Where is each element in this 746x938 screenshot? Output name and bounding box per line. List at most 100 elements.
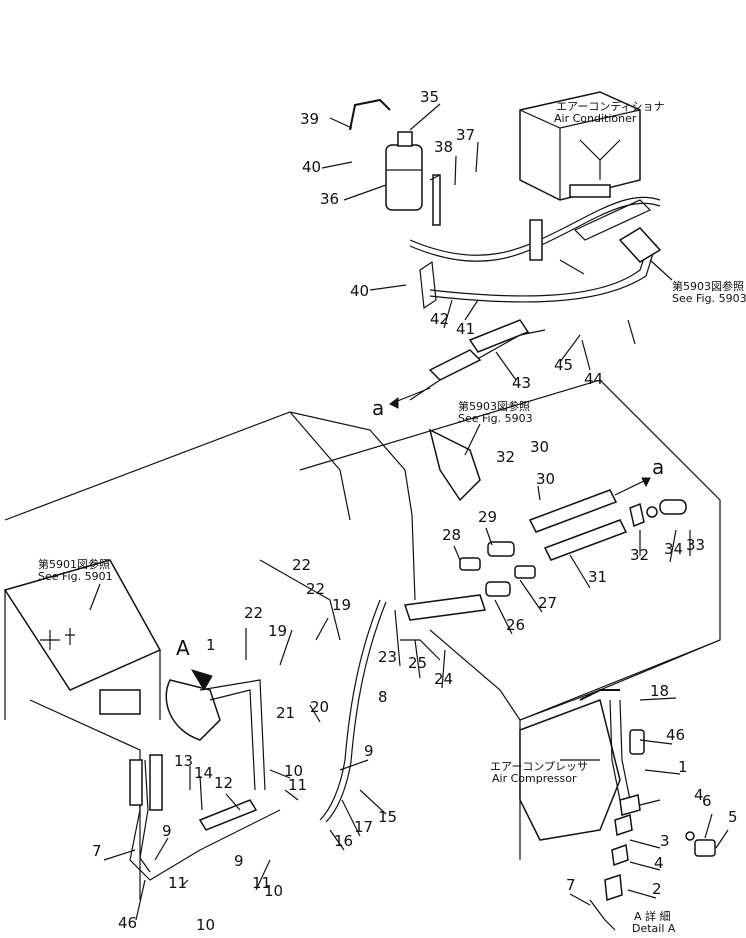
callout-number: 19 — [268, 622, 287, 640]
callout-number: 16 — [334, 832, 353, 850]
leader-line — [627, 319, 636, 345]
callout-number: 15 — [378, 808, 397, 826]
leader-line — [639, 739, 673, 745]
callout-number: 41 — [456, 320, 475, 338]
callout-number: 4 — [654, 854, 664, 872]
callout-number: 19 — [332, 596, 351, 614]
leader-line — [181, 879, 189, 887]
leader-line — [284, 789, 299, 801]
callout-number: 7 — [92, 842, 102, 860]
left-assembly — [3, 559, 281, 881]
leader-line — [453, 545, 461, 561]
callout-number: 20 — [310, 698, 329, 716]
callout-number: 7 — [566, 876, 576, 894]
callout-number: 13 — [174, 752, 193, 770]
callout-number: 35 — [420, 88, 439, 106]
air-conditioner-label-en: Air Conditioner — [554, 112, 637, 125]
leader-line — [225, 793, 241, 811]
air-conditioner-label-jp: エアーコンディショナ — [556, 99, 665, 113]
callout-number: 12 — [214, 774, 233, 792]
callout-number: 40 — [302, 158, 321, 176]
callout-number: 44 — [584, 370, 603, 388]
leader-line — [409, 103, 441, 131]
ref-5903-label-en-b: See Fig. 5903 — [458, 412, 533, 425]
callout-number: 9 — [234, 852, 244, 870]
callout-number: 22 — [306, 580, 325, 598]
leader-line — [255, 859, 271, 891]
leader-line — [443, 299, 453, 329]
detail-a-label-en: Detail A — [632, 922, 676, 935]
callout-number: 30 — [536, 470, 555, 488]
air-compressor-label-en: Air Compressor — [492, 772, 577, 785]
leader-line — [559, 259, 585, 275]
leader-line — [569, 554, 591, 589]
callout-number: 9 — [162, 822, 172, 840]
leader-line — [339, 759, 369, 771]
callout-number: 46 — [118, 914, 137, 932]
leader-line — [441, 649, 446, 689]
ref-5903-label-jp-a: 第5903図参照 — [672, 279, 744, 293]
leader-line — [494, 599, 513, 635]
leader-line — [329, 829, 345, 851]
callout-number: 29 — [478, 508, 497, 526]
upper-hoses — [409, 196, 662, 401]
callout-number: 10 — [264, 882, 283, 900]
callout-number: 38 — [434, 138, 453, 156]
callout-number: 18 — [650, 682, 669, 700]
ref-5903-label-jp-b: 第5903図参照 — [458, 399, 530, 413]
leader-line — [199, 775, 203, 811]
callout-number: 46 — [666, 726, 685, 744]
callout-number: 5 — [728, 808, 738, 826]
leader-line — [629, 839, 661, 849]
callout-number: 1 — [678, 758, 688, 776]
callout-number: 11 — [288, 776, 307, 794]
leader-line — [369, 284, 407, 291]
callout-number: 22 — [292, 556, 311, 574]
callout-number: 28 — [442, 526, 461, 544]
arrow-a-lower-label: a — [652, 455, 664, 479]
callout-number: 33 — [686, 536, 705, 554]
callout-number: 10 — [284, 762, 303, 780]
callout-number: 22 — [244, 604, 263, 622]
callout-number: 37 — [456, 126, 475, 144]
leader-line — [627, 889, 657, 899]
leader-line — [103, 849, 136, 861]
callout-number: 6 — [702, 792, 712, 810]
view-a-label: A — [176, 636, 190, 660]
leader-line — [644, 769, 681, 775]
leader-line — [464, 299, 479, 321]
leader-line — [315, 617, 329, 641]
callout-number: 24 — [434, 670, 453, 688]
ref-5901-label-jp: 第5901図参照 — [38, 557, 110, 571]
hose-8 — [319, 599, 441, 823]
leader-line — [341, 799, 361, 837]
leader-line — [569, 893, 591, 906]
callout-number: 34 — [664, 540, 683, 558]
leader-line — [581, 339, 591, 371]
callout-number: 3 — [660, 832, 670, 850]
leader-line — [309, 704, 321, 723]
callout-number: 21 — [276, 704, 295, 722]
callout-number: 36 — [320, 190, 339, 208]
leader-line — [485, 527, 493, 546]
callout-number: 40 — [350, 282, 369, 300]
compressor-detail-a: エアーコンプレッサ Air Compressor A 詳 細 Detail A — [490, 689, 716, 935]
leader-line — [414, 639, 421, 679]
leader-line — [343, 184, 387, 201]
arrow-a-upper-label: a — [372, 396, 384, 420]
leader-line — [475, 141, 479, 173]
leader-line — [629, 861, 661, 871]
callout-number: 9 — [364, 742, 374, 760]
leader-line — [321, 161, 353, 169]
leader-line — [359, 789, 387, 815]
leader-line — [715, 829, 729, 849]
leader-line — [135, 879, 146, 921]
air-compressor-label-jp: エアーコンプレッサ — [490, 760, 588, 773]
callout-number: 23 — [378, 648, 397, 666]
detail-a-label-jp: A 詳 細 — [634, 909, 671, 923]
callout-number: 39 — [300, 110, 319, 128]
callout-number: 43 — [512, 374, 531, 392]
leader-line — [559, 334, 581, 363]
leader-line — [154, 837, 169, 861]
